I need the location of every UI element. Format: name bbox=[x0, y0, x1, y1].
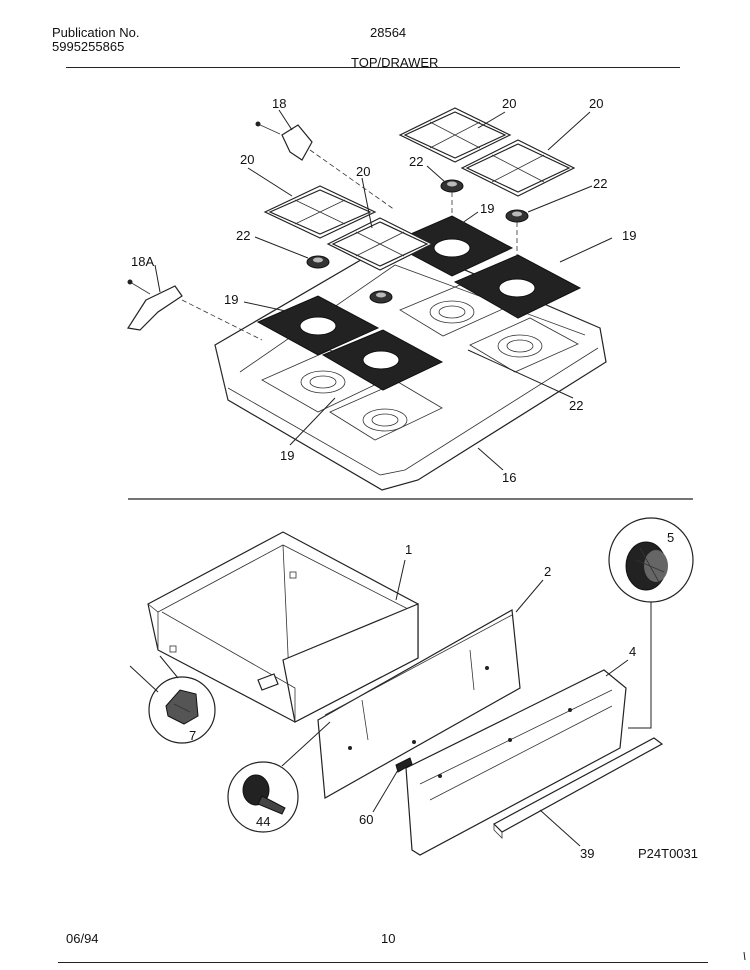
footer-divider bbox=[58, 962, 708, 963]
detail-circle-44 bbox=[227, 761, 299, 833]
publication-number: 5995255865 bbox=[52, 39, 125, 54]
callout-18a: 18A bbox=[131, 254, 154, 269]
section-title: TOP/DRAWER bbox=[351, 55, 439, 70]
burner-plate-left-rear bbox=[321, 329, 444, 391]
callout-1: 1 bbox=[405, 542, 412, 557]
callout-18: 18 bbox=[272, 96, 286, 111]
callout-2: 2 bbox=[544, 564, 551, 579]
grate-left-front bbox=[326, 217, 434, 271]
burner-plate-right-front bbox=[453, 254, 582, 319]
scan-mark bbox=[743, 951, 746, 961]
publication-label: Publication No. bbox=[52, 25, 140, 40]
footer-page-number: 10 bbox=[381, 931, 396, 946]
drawer-glide bbox=[395, 757, 413, 773]
callout-20-c: 20 bbox=[502, 96, 516, 111]
drawer-body bbox=[147, 531, 419, 723]
callout-20-d: 20 bbox=[589, 96, 603, 111]
burner-cap-3 bbox=[505, 209, 529, 223]
bracket-18 bbox=[255, 121, 313, 161]
callout-16: 16 bbox=[502, 470, 516, 485]
drawer-trim-strip bbox=[493, 737, 664, 839]
burner-plate-left-front bbox=[256, 295, 380, 356]
grate-left-rear bbox=[263, 185, 377, 239]
detail-circle-7 bbox=[148, 676, 216, 744]
model-number: 28564 bbox=[370, 25, 407, 40]
drawer-assembly bbox=[129, 517, 694, 856]
bracket-18a bbox=[127, 279, 183, 331]
drawer-roller bbox=[257, 673, 279, 691]
callout-60: 60 bbox=[359, 812, 373, 827]
callout-22-b: 22 bbox=[593, 176, 607, 191]
callout-19-b: 19 bbox=[622, 228, 636, 243]
drawer-front-panel bbox=[405, 669, 627, 856]
callout-19-c: 19 bbox=[224, 292, 238, 307]
callout-19-a: 19 bbox=[480, 201, 494, 216]
callout-20-a: 20 bbox=[240, 152, 254, 167]
burner-cap-1 bbox=[306, 255, 330, 269]
callout-22-c: 22 bbox=[236, 228, 250, 243]
callout-5: 5 bbox=[667, 530, 674, 545]
header-divider bbox=[66, 67, 680, 68]
callout-44: 44 bbox=[256, 814, 270, 829]
grate-right-front bbox=[460, 139, 576, 197]
burner-cap-2 bbox=[440, 179, 464, 193]
drawer-liner-panel bbox=[317, 609, 521, 799]
grate-right-rear bbox=[398, 107, 512, 163]
cooktop-assembly bbox=[127, 107, 613, 491]
footer-date: 06/94 bbox=[66, 931, 99, 946]
burner-cap-4 bbox=[369, 290, 393, 304]
callout-4: 4 bbox=[629, 644, 636, 659]
callout-7: 7 bbox=[189, 728, 196, 743]
burner-plate-right-rear bbox=[388, 215, 514, 277]
callout-20-b: 20 bbox=[356, 164, 370, 179]
callout-39: 39 bbox=[580, 846, 594, 861]
detail-circle-5 bbox=[608, 517, 694, 603]
callout-22-a: 22 bbox=[409, 154, 423, 169]
callout-22-d: 22 bbox=[569, 398, 583, 413]
callout-19-d: 19 bbox=[280, 448, 294, 463]
figure-id: P24T0031 bbox=[638, 846, 698, 861]
